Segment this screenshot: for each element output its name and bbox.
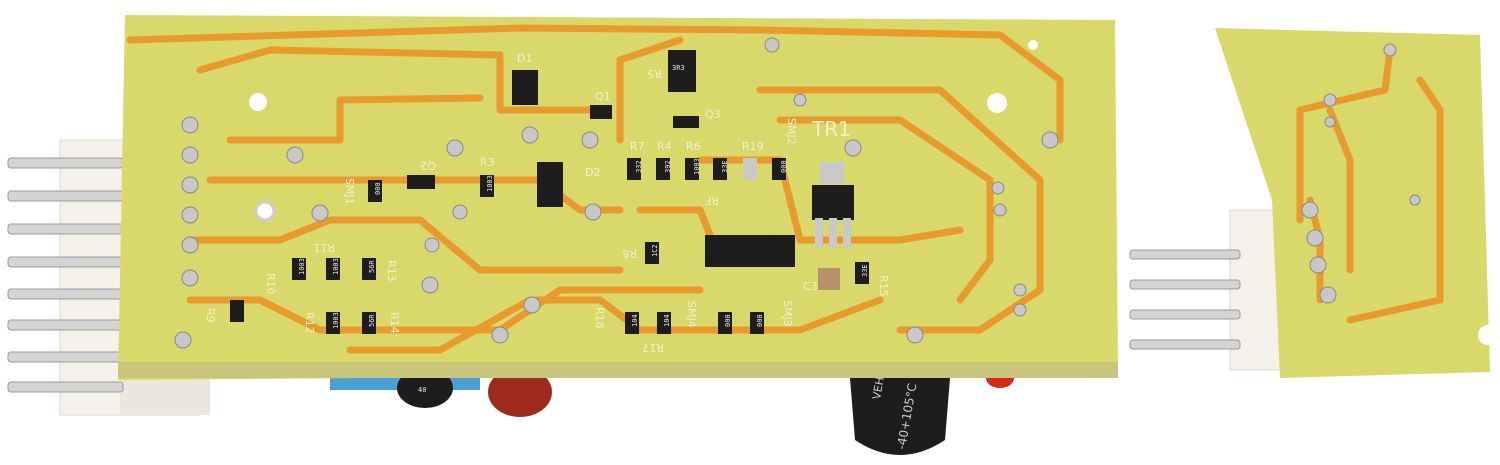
connector-pin xyxy=(1129,279,1241,290)
label-r9: R9 xyxy=(204,308,217,323)
connector-pin xyxy=(7,256,124,268)
r4-code: 392 xyxy=(664,160,672,173)
label-r13: R13 xyxy=(385,260,398,282)
label-d2: D2 xyxy=(585,166,600,179)
connector-pin xyxy=(7,381,124,393)
label-r4: R4 xyxy=(657,140,672,153)
connector-pin xyxy=(7,319,124,331)
label-q1: Q1 xyxy=(595,90,611,103)
regulator-tr1 xyxy=(812,185,854,220)
label-tr1: TR1 xyxy=(811,117,851,141)
label-r18: R18 xyxy=(593,307,606,329)
label-r14: R14 xyxy=(388,312,401,334)
r8-code: 1C2 xyxy=(651,244,659,257)
electrolytic-capacitor xyxy=(850,378,950,455)
smj3a-code: 000 xyxy=(724,314,732,327)
label-r7: R7 xyxy=(630,140,645,153)
label-r15: R15 xyxy=(877,275,890,297)
r12-code: 1003 xyxy=(332,312,340,329)
r5-code: 3R3 xyxy=(672,64,685,72)
connector-pin xyxy=(1129,249,1241,260)
smj1-code: 000 xyxy=(374,182,382,195)
label-r19: R19 xyxy=(742,140,764,153)
r11-code: 1003 xyxy=(332,258,340,275)
label-q3: Q3 xyxy=(705,108,721,121)
label-smj2: SMJ2 xyxy=(785,118,798,145)
connector-pin xyxy=(1129,309,1241,320)
connector-pin xyxy=(7,351,124,363)
small-board xyxy=(1215,28,1498,378)
r15-code: 33E xyxy=(861,264,869,277)
label-smj4: SMJ4 xyxy=(685,301,698,328)
r18-code: 104 xyxy=(631,314,639,327)
red-component xyxy=(488,367,552,417)
silkscreen-labels: D1 Q1 Q3 R5 R7 R4 R6 R19 SMJ2 TR1 D2 R3 … xyxy=(204,52,890,354)
label-smj3: SMJ3 xyxy=(781,300,794,327)
capacitor-c3 xyxy=(818,268,840,290)
small-board-solder-joints xyxy=(1301,43,1421,304)
connector-pin xyxy=(7,157,124,169)
label-r8: R8 xyxy=(622,247,637,260)
smj2-code: 000 xyxy=(780,160,788,173)
label-rf: RF xyxy=(705,194,719,207)
connector-pin xyxy=(1129,339,1241,350)
diode-d2 xyxy=(537,162,563,207)
r3-code: 1003 xyxy=(486,175,494,192)
label-q2: Q2 xyxy=(420,159,436,172)
r14-code: 56R xyxy=(368,314,376,327)
connector-pin xyxy=(7,288,124,300)
label-d1: D1 xyxy=(517,52,532,65)
r7-code: 332 xyxy=(635,160,643,173)
small-cap-mark: 40 xyxy=(418,386,426,394)
ic-chip xyxy=(705,235,795,267)
under-components: 40 VEHT -40+105°C xyxy=(330,367,1014,455)
label-r10: R10 xyxy=(264,273,277,295)
right-connector xyxy=(1129,209,1286,371)
label-r6: R6 xyxy=(686,140,701,153)
r6b-code: 33E xyxy=(721,160,729,173)
label-r5: R5 xyxy=(647,67,662,80)
label-smj1: SMJ1 xyxy=(343,178,356,205)
solder-joints xyxy=(174,37,1059,349)
main-board: 3R3 332 392 1003 33E 000 000 1003 1C2 10… xyxy=(118,15,1118,380)
label-r11: R11 xyxy=(313,241,335,254)
r13-code: 56R xyxy=(368,260,376,273)
r10-code: 1003 xyxy=(298,258,306,275)
label-c3: C3 xyxy=(803,280,818,293)
resistor-r5 xyxy=(668,50,696,92)
transistor-q3 xyxy=(673,116,699,128)
diode-d1 xyxy=(512,70,538,105)
connector-pin xyxy=(7,223,124,235)
transistor-q2 xyxy=(407,175,435,189)
transistor-q1 xyxy=(590,105,612,119)
label-r12: R12 xyxy=(303,312,316,334)
smj4-code: 104 xyxy=(663,314,671,327)
label-r17: R17 xyxy=(642,341,664,354)
smj3b-code: 000 xyxy=(756,314,764,327)
connector-pin xyxy=(7,190,124,202)
r6-code: 1003 xyxy=(693,158,701,175)
resistor-row: 332 392 1003 33E 000 xyxy=(627,158,788,180)
label-r3: R3 xyxy=(480,156,495,169)
